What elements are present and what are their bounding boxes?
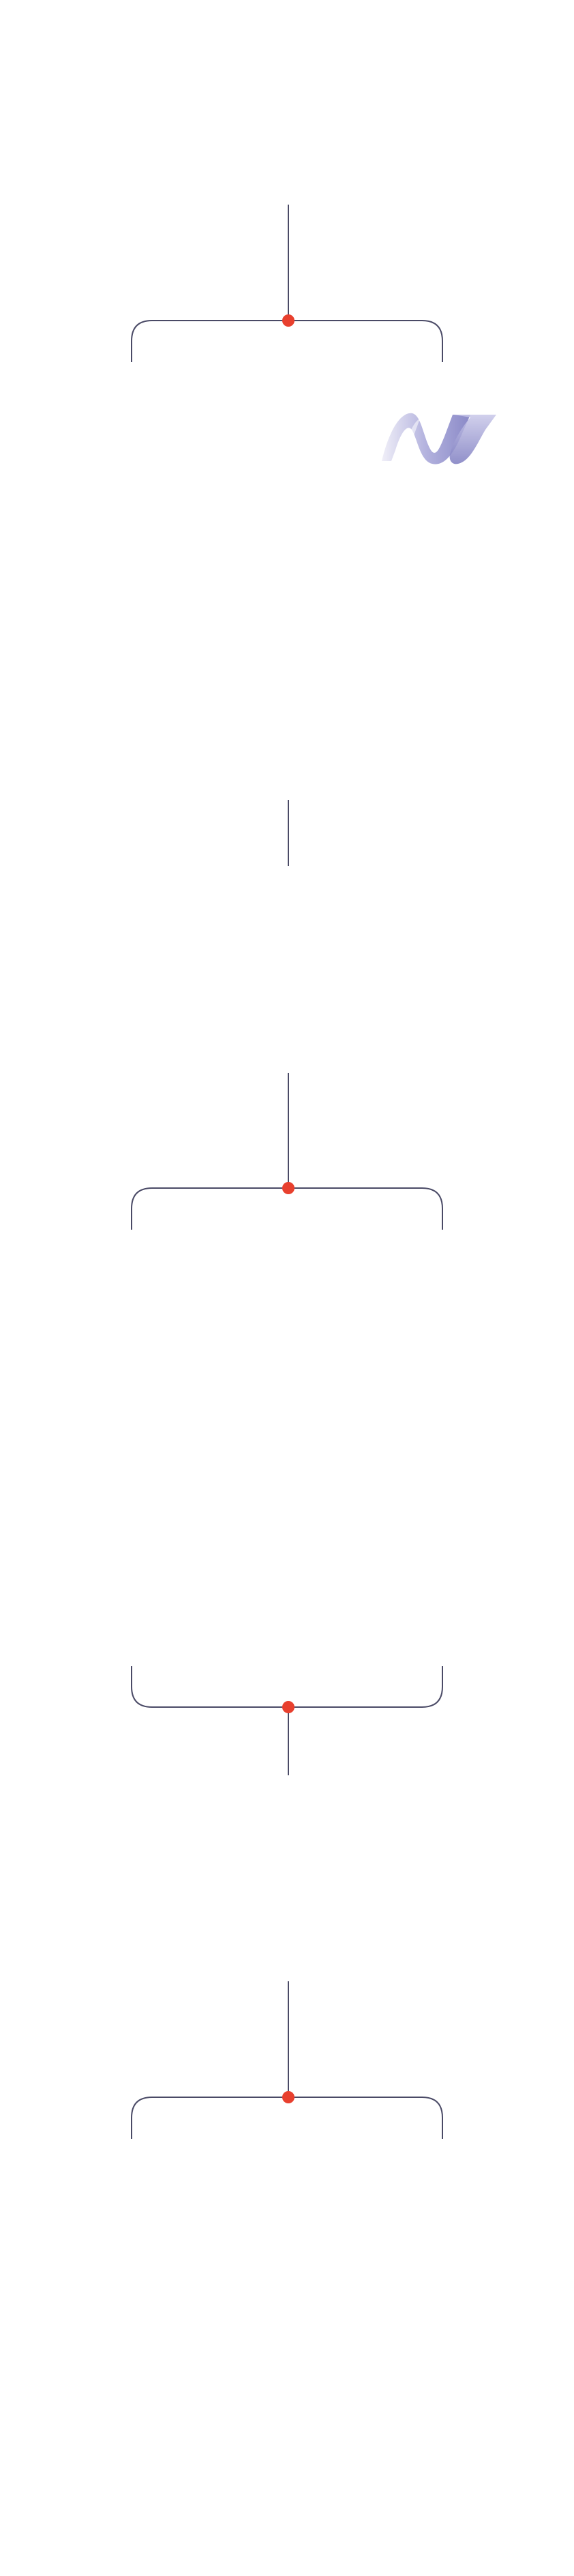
connector-bracket [131,2097,443,2139]
connector-bracket [131,1187,443,1230]
connector-bracket [131,320,443,362]
connector-bracket-1 [131,205,443,362]
junction-node [282,1701,294,1713]
junction-node [282,1182,294,1194]
connector-bracket-3 [131,1073,443,1230]
junction-node [282,314,294,327]
connector-bracket-5 [131,1981,443,2139]
dotnet-wave-icon [382,413,496,464]
junction-node [282,2091,294,2103]
connector-bracket [131,1666,443,1708]
connector-bracket-4 [131,1666,443,1775]
